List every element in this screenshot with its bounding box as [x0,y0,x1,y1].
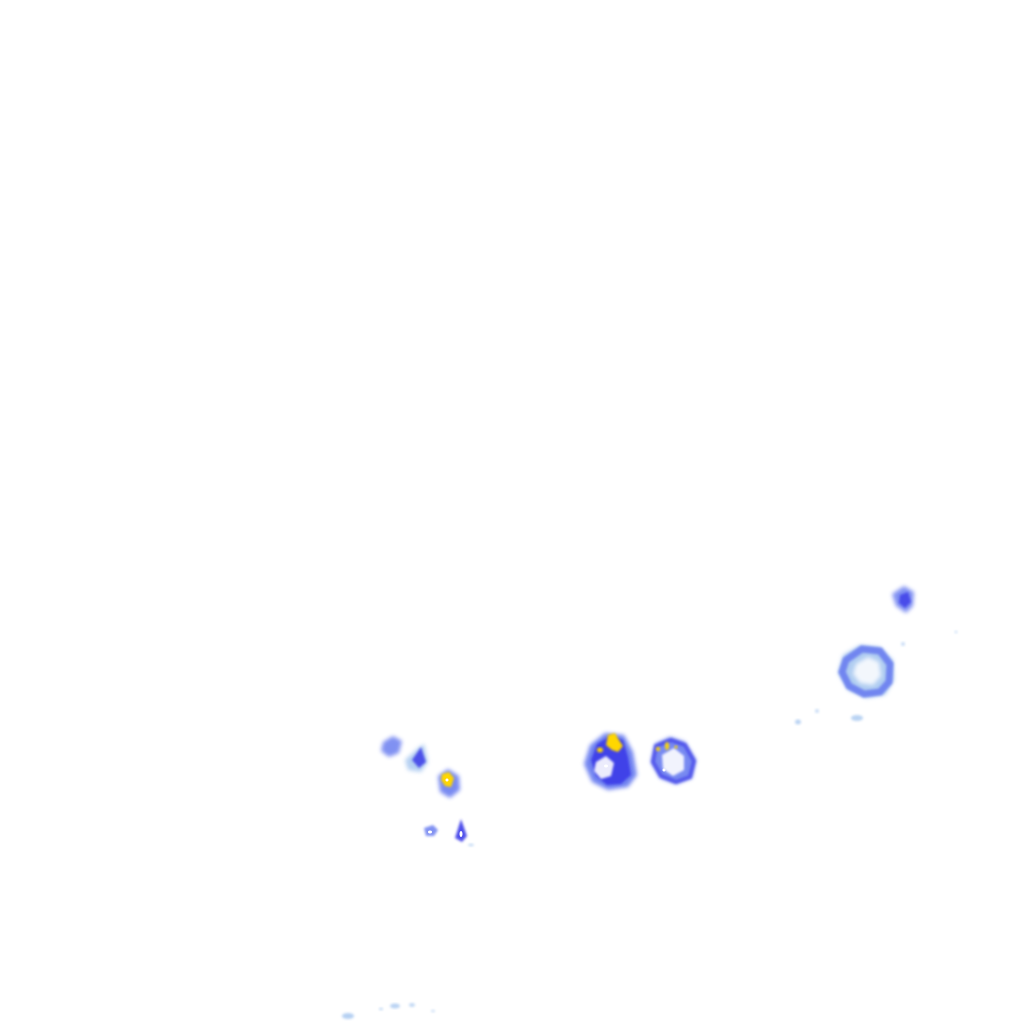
echo-specks-southwest [342,1003,435,1019]
echo-cell-west-1 [381,736,402,757]
echo-cell-central [584,733,637,790]
echo-cell-northeast [892,586,914,613]
echo-specks-east [795,630,958,725]
echo-cell-west-3 [438,769,460,798]
echo-cell-west-2 [405,744,428,772]
echo-cell-ring-central-east [650,737,697,785]
echo-cell-west-4 [424,825,438,836]
echo-cell-west-5 [455,819,474,847]
echo-cell-ring-east [838,645,894,698]
